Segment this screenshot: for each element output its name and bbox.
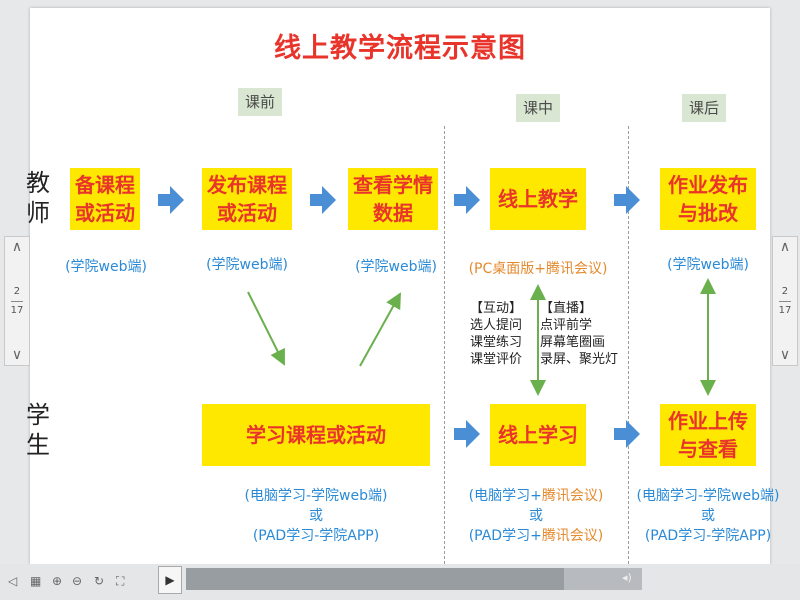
arrow-5 (454, 420, 480, 448)
divider-before-during (444, 126, 445, 564)
chevron-up-icon[interactable]: ∧ (779, 239, 791, 255)
rotate-icon[interactable]: ↻ (94, 574, 105, 588)
label-student-after: (电脑学习-学院web端) 或 (PAD学习-学院APP) (620, 486, 796, 546)
label-student-during-2b: 腾讯会议) (541, 528, 604, 544)
box-upload-homework: 作业上传 与查看 (660, 404, 756, 466)
label-student-after-line2: (PAD学习-学院APP) (644, 528, 772, 544)
box-study-course: 学习课程或活动 (202, 404, 430, 466)
label-teacher-3: (学院web端) (355, 259, 437, 275)
page-indicator-right: 2 17 (779, 285, 792, 318)
zoom-out-icon[interactable]: ⊖ (72, 574, 83, 588)
progress-fill (186, 568, 565, 590)
label-student-during-or: 或 (529, 508, 543, 524)
phase-before: 课前 (238, 88, 282, 116)
slide: 线上教学流程示意图 课前 课中 课后 教 师 学 生 备课程 或活动 发布课程 … (26, 8, 779, 564)
left-pager: ∧ 2 17 ∨ (4, 236, 30, 366)
box-assign-homework: 作业发布 与批改 (660, 168, 756, 230)
fullscreen-icon[interactable]: ⛶ (116, 574, 125, 588)
label-student-after-or: 或 (701, 508, 715, 524)
zoom-in-icon[interactable]: ⊕ (52, 574, 63, 588)
label-student-before-line2: (PAD学习-学院APP) (252, 528, 380, 544)
label-student-before-line1: (电脑学习-学院web端) (244, 488, 388, 504)
phase-during: 课中 (516, 94, 560, 122)
label-teacher-1: (学院web端) (65, 259, 147, 275)
arrow-1 (158, 186, 184, 214)
box-online-teaching: 线上教学 (490, 168, 586, 230)
divider-during-after (628, 126, 629, 564)
box-prepare-course: 备课程 或活动 (70, 168, 140, 230)
label-student-during-1a: (电脑学习+ (468, 488, 542, 504)
page-total-left: 17 (10, 304, 24, 316)
label-student-during-1b: 腾讯会议) (541, 488, 604, 504)
chevron-up-icon[interactable]: ∧ (11, 239, 23, 255)
box-online-learning: 线上学习 (490, 404, 586, 466)
page-total-right: 17 (778, 304, 792, 316)
play-icon[interactable]: ▶ (158, 566, 182, 594)
label-teacher-5: (学院web端) (667, 257, 749, 273)
role-teacher: 教 师 (26, 169, 50, 227)
page-current-right: 2 (781, 285, 789, 297)
label-teacher-4: (PC桌面版+腾讯会议) (468, 261, 608, 277)
label-teacher-2: (学院web端) (206, 257, 288, 273)
chevron-down-icon[interactable]: ∨ (779, 347, 791, 363)
role-student: 学 生 (26, 401, 50, 459)
label-student-after-line1: (电脑学习-学院web端) (636, 488, 780, 504)
speaker-icon[interactable]: ◂) (622, 571, 632, 584)
flow-arrows (158, 186, 716, 448)
right-pager: ∧ 2 17 ∨ (772, 236, 798, 366)
arrow-3 (454, 186, 480, 214)
page-current-left: 2 (13, 285, 21, 297)
label-student-during-2a: (PAD学习+ (468, 528, 542, 544)
label-student-before: (电脑学习-学院web端) 或 (PAD学习-学院APP) (228, 486, 404, 546)
progress-bar[interactable] (186, 568, 642, 590)
arrow-4 (614, 186, 640, 214)
page-indicator-left: 2 17 (11, 285, 24, 318)
box-view-data: 查看学情 数据 (348, 168, 438, 230)
arrow-6 (614, 420, 640, 448)
label-student-before-or: 或 (309, 508, 323, 524)
arrow-2 (310, 186, 336, 214)
grid-icon[interactable]: ▦ (30, 574, 42, 588)
arrow-publish-to-study (247, 291, 285, 366)
label-student-during: (电脑学习+腾讯会议) 或 (PAD学习+腾讯会议) (454, 486, 618, 546)
slide-title: 线上教学流程示意图 (274, 33, 526, 64)
box-publish-course: 发布课程 或活动 (202, 168, 292, 230)
chevron-down-icon[interactable]: ∨ (11, 347, 23, 363)
phase-after: 课后 (682, 94, 726, 122)
back-icon[interactable]: ◁ (8, 574, 18, 588)
interaction-list: 【互动】 选人提问 课堂练习 课堂评价 (470, 301, 523, 367)
livestream-list: 【直播】 点评前学 屏幕笔圈画 录屏、聚光灯 (540, 301, 619, 367)
arrow-study-to-data (359, 292, 401, 367)
